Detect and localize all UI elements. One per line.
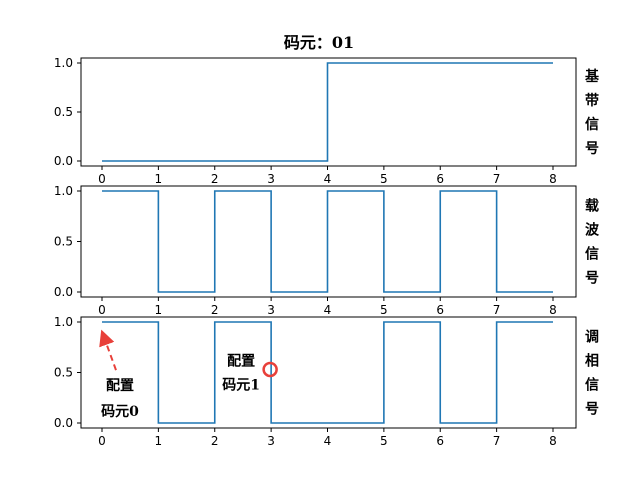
panel-frame — [80, 185, 577, 298]
series-line — [102, 62, 553, 162]
annotation-circle — [262, 361, 278, 378]
x-tick-label: 8 — [549, 434, 557, 448]
x-tick-label: 3 — [267, 434, 275, 448]
annotation-text: 配置 — [106, 377, 134, 394]
y-tick-label: 0.0 — [54, 154, 73, 168]
y-tick-label: 0.5 — [54, 235, 73, 249]
side-label-char: 相 — [585, 353, 599, 370]
x-tick-label: 1 — [155, 172, 163, 186]
side-label-char: 信 — [585, 377, 599, 394]
y-tick-label: 1.0 — [54, 56, 73, 70]
x-tick-label: 3 — [267, 303, 275, 317]
x-tick-label: 0 — [98, 303, 106, 317]
y-tick-label: 0.5 — [54, 366, 73, 380]
series-line — [102, 321, 553, 424]
x-tick-label: 5 — [380, 303, 388, 317]
panel-frame — [80, 57, 577, 167]
annotation-arrow — [99, 329, 117, 371]
y-tick-label: 0.0 — [54, 416, 73, 430]
side-label-char: 信 — [585, 246, 599, 263]
x-tick-label: 4 — [324, 434, 332, 448]
x-tick-label: 5 — [380, 434, 388, 448]
x-tick-label: 2 — [211, 303, 219, 317]
x-tick-label: 6 — [436, 172, 444, 186]
y-tick-label: 0.5 — [54, 105, 73, 119]
series-line — [102, 190, 553, 293]
side-label-char: 带 — [585, 93, 599, 109]
annotation-text: 码元1 — [222, 377, 260, 393]
x-tick-label: 8 — [549, 303, 557, 317]
x-tick-label: 3 — [267, 172, 275, 186]
x-tick-label: 0 — [98, 434, 106, 448]
side-label-char: 号 — [585, 402, 599, 418]
side-label-char: 基 — [585, 68, 600, 85]
x-tick-label: 1 — [155, 434, 163, 448]
y-tick-label: 1.0 — [54, 315, 73, 329]
annotation-text: 配置 — [227, 352, 255, 369]
y-tick-label: 0.0 — [54, 285, 73, 299]
x-tick-label: 6 — [436, 303, 444, 317]
x-tick-label: 1 — [155, 303, 163, 317]
panel-frame — [80, 316, 577, 429]
side-label-char: 信 — [585, 116, 599, 133]
x-tick-label: 2 — [211, 434, 219, 448]
x-tick-label: 4 — [324, 303, 332, 317]
x-tick-label: 5 — [380, 172, 388, 186]
side-label-char: 波 — [585, 222, 600, 239]
annotation-text: 码元0 — [101, 404, 139, 420]
side-label-char: 调 — [585, 330, 599, 346]
x-tick-label: 6 — [436, 434, 444, 448]
x-tick-label: 7 — [493, 303, 501, 317]
side-label-char: 载 — [585, 198, 599, 215]
x-tick-label: 8 — [549, 172, 557, 186]
chart-title: 码元：01 — [284, 33, 354, 52]
x-tick-label: 4 — [324, 172, 332, 186]
x-tick-label: 7 — [493, 172, 501, 186]
side-label-char: 号 — [585, 141, 599, 157]
x-tick-label: 7 — [493, 434, 501, 448]
x-tick-label: 2 — [211, 172, 219, 186]
y-tick-label: 1.0 — [54, 184, 73, 198]
side-label-char: 号 — [585, 271, 599, 287]
x-tick-label: 0 — [98, 172, 106, 186]
